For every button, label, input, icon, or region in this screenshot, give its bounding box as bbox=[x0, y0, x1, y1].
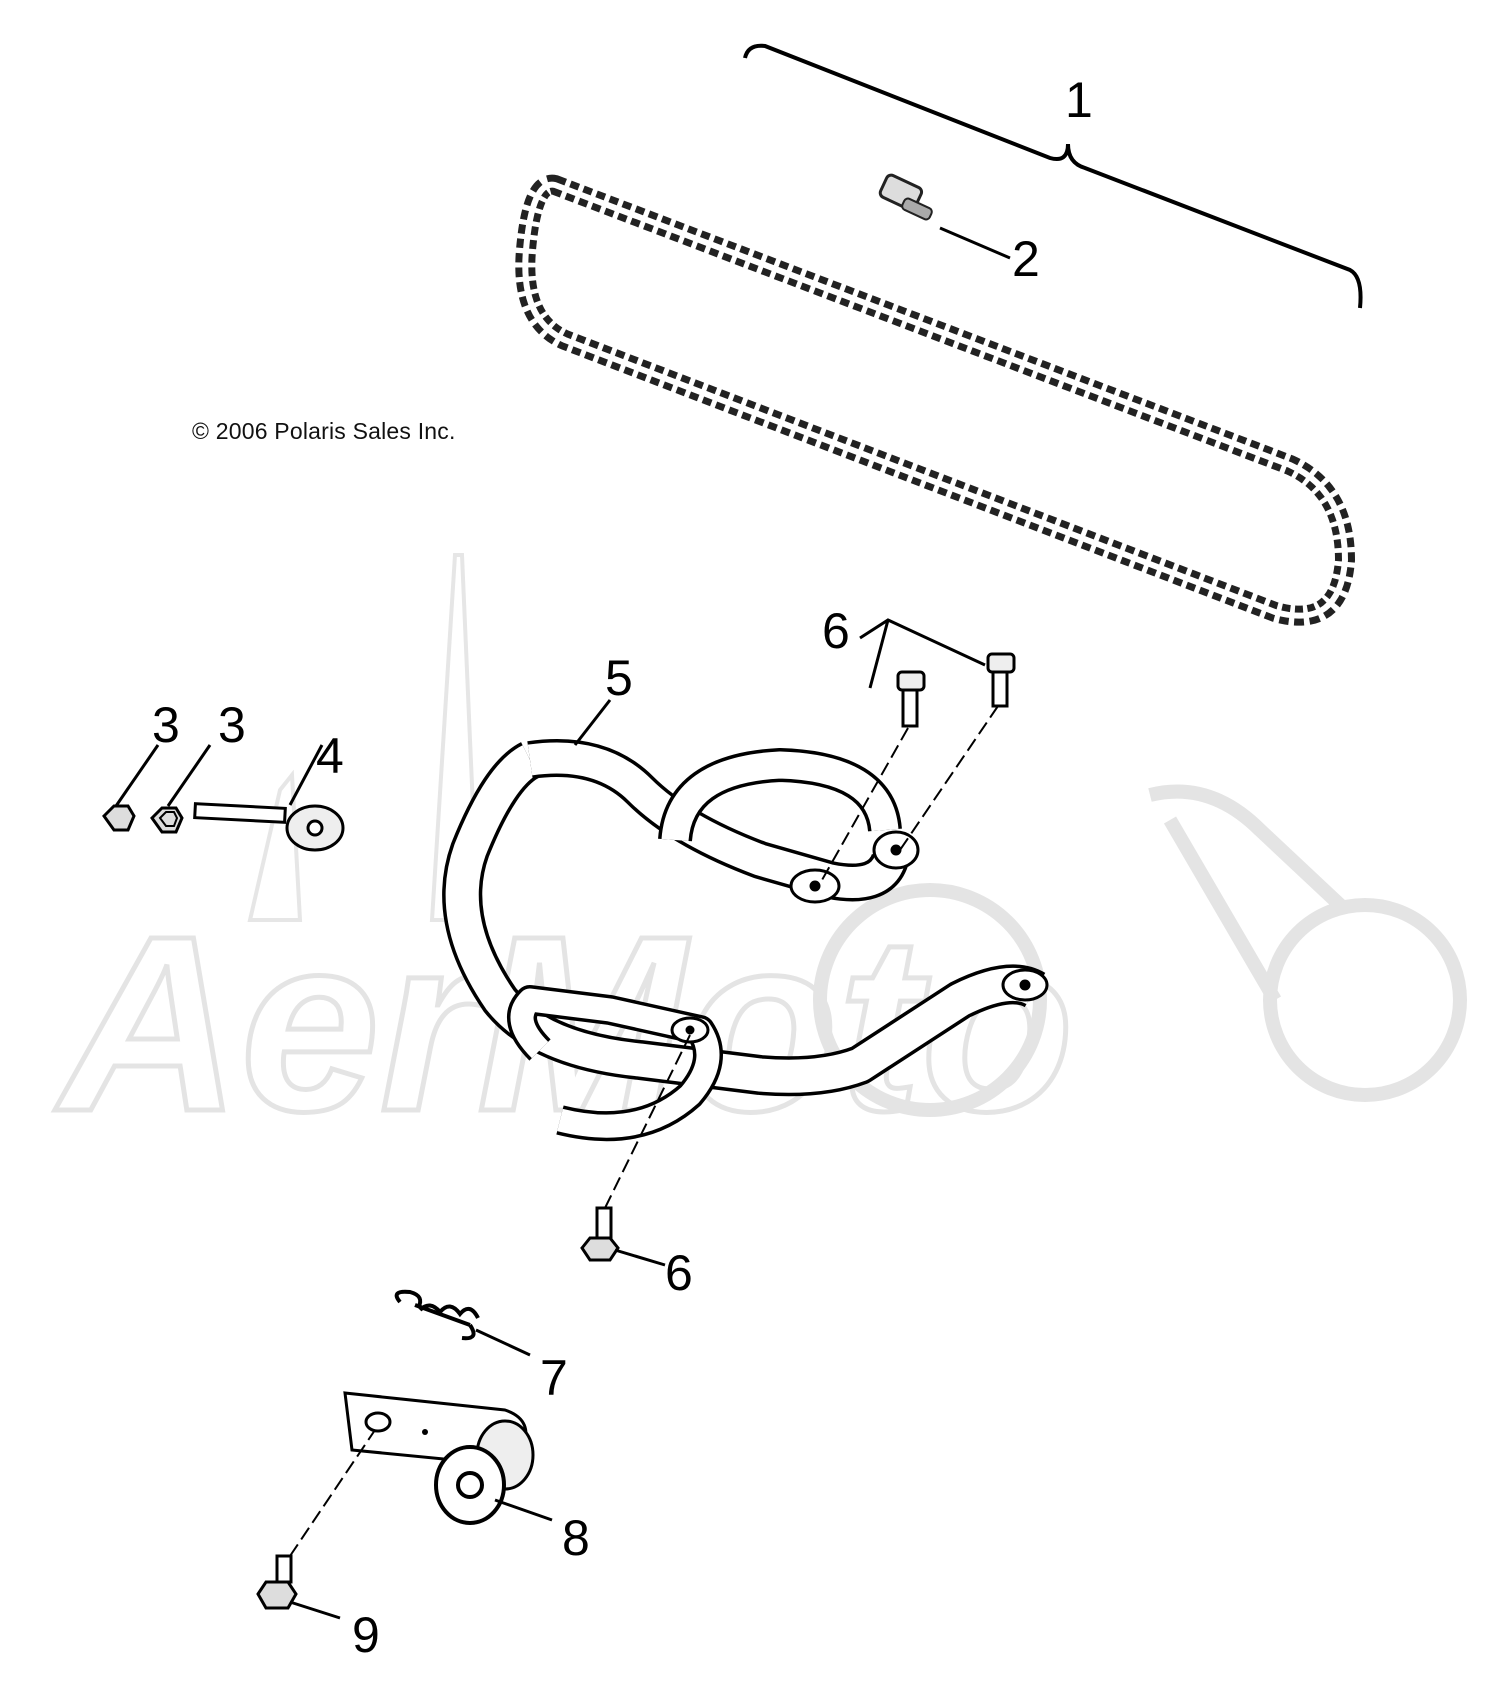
tensioner-part bbox=[343, 1391, 535, 1525]
nut-part-b bbox=[150, 806, 184, 834]
adjuster-bolt-part bbox=[193, 802, 345, 852]
bolt-part-a bbox=[896, 670, 926, 728]
callout-2: 2 bbox=[1012, 231, 1040, 287]
callout-1: 1 bbox=[1065, 72, 1093, 128]
callout-6b: 6 bbox=[665, 1245, 693, 1301]
bolt-part-d bbox=[256, 1554, 298, 1610]
callout-7: 7 bbox=[540, 1350, 568, 1406]
watermark-wheel-icon bbox=[813, 883, 1047, 1117]
callout-5: 5 bbox=[605, 650, 633, 706]
spring-part bbox=[394, 1289, 480, 1341]
callout-3b: 3 bbox=[218, 697, 246, 753]
callout-4: 4 bbox=[316, 728, 344, 784]
watermark-wheel-icon bbox=[1263, 898, 1467, 1102]
chain-guard-frame-part bbox=[442, 739, 1049, 1142]
assembly-bracket bbox=[743, 43, 1363, 309]
callout-6a: 6 bbox=[822, 603, 850, 659]
callout-8: 8 bbox=[562, 1510, 590, 1566]
bolt-part-b bbox=[986, 652, 1016, 708]
copyright-notice: © 2006 Polaris Sales Inc. bbox=[192, 418, 456, 444]
callout-3a: 3 bbox=[152, 697, 180, 753]
nut-part-a bbox=[102, 804, 136, 832]
callout-9: 9 bbox=[352, 1607, 380, 1663]
bolt-part-c bbox=[580, 1206, 620, 1262]
drive-chain bbox=[515, 174, 1356, 626]
master-link-part bbox=[878, 173, 933, 221]
